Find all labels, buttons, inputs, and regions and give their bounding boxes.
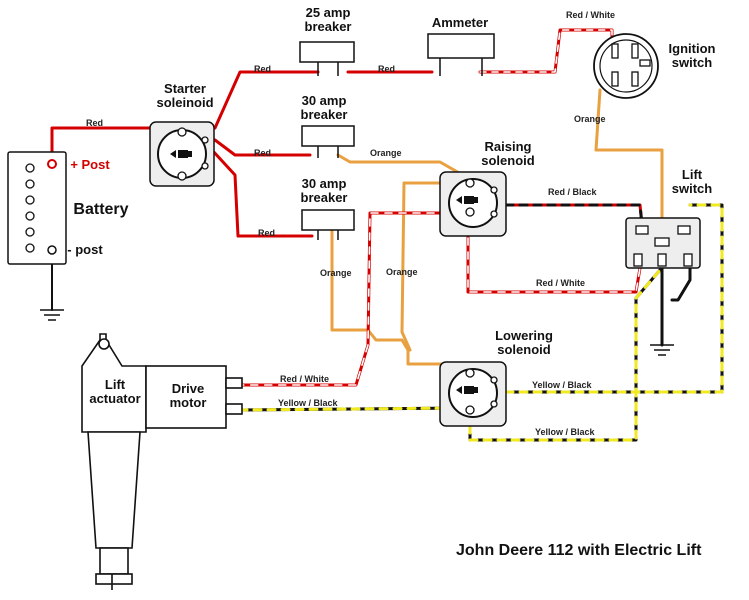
- breaker-25-body: [299, 41, 355, 76]
- lift-actuator-label: Lift actuator: [89, 377, 141, 406]
- lift-switch-ground-symbol: [650, 344, 674, 356]
- battery-label: Battery: [73, 201, 129, 218]
- ammeter-body: [427, 33, 495, 76]
- wire-redblack-base: [504, 203, 644, 227]
- wire-label-redblack: Red / Black: [548, 187, 597, 197]
- raising-solenoid-label: Raising solenoid: [481, 139, 535, 168]
- wire-orange-ignition: [594, 88, 664, 220]
- wire-label-redwhite-ignition: Red / White: [566, 10, 615, 20]
- wire-label-yellowblack-low2: Yellow / Black: [535, 427, 595, 437]
- ignition-switch-label: Ignition switch: [668, 41, 716, 70]
- wire-red-to-30a: [213, 138, 312, 157]
- wire-label-red-25-ammeter: Red: [378, 64, 396, 74]
- wire-label-orange-mid: Orange: [386, 267, 418, 277]
- wire-label-orange-30b: Orange: [320, 268, 352, 278]
- starter-solenoid-body: [149, 121, 215, 187]
- battery-body: [7, 151, 67, 265]
- wire-label-red-to-30b: Red: [258, 228, 276, 238]
- breaker-30b-label: 30 amp breaker: [300, 176, 348, 205]
- lift-actuator-body: [81, 333, 147, 590]
- wire-orange-mid: [400, 181, 472, 352]
- wire-label-redwhite-motor: Red / White: [280, 374, 329, 384]
- ignition-switch-body: [593, 33, 659, 99]
- ammeter-label: Ammeter: [431, 15, 489, 30]
- wire-label-yellowblack-motor: Yellow / Black: [278, 398, 338, 408]
- wire-red-to-25: [213, 70, 320, 130]
- lowering-solenoid-body: [439, 361, 507, 427]
- raising-solenoid-body: [439, 171, 507, 237]
- wire-label-red-to-30a: Red: [254, 148, 272, 158]
- breaker-25-label: 25 amp breaker: [304, 5, 352, 34]
- breaker-30b-body: [301, 209, 355, 240]
- wire-redwhite-lift-base: [466, 208, 642, 294]
- drive-motor-label: Drive motor: [169, 381, 207, 410]
- negative-post-label: - post: [67, 242, 103, 257]
- wire-redwhite-motor-base: [238, 211, 464, 387]
- wire-red-to-30b: [210, 148, 314, 238]
- wire-label-orange-30a: Orange: [370, 148, 402, 158]
- wire-label-red-to-25: Red: [254, 64, 272, 74]
- breaker-30a-body: [301, 125, 355, 158]
- drive-motor-body: [145, 365, 243, 429]
- lift-switch-body: [625, 217, 701, 269]
- wire-label-red-battery: Red: [86, 118, 104, 128]
- wire-label-orange-ignition: Orange: [574, 114, 606, 124]
- wire-label-yellowblack-low1: Yellow / Black: [532, 380, 592, 390]
- lowering-solenoid-label: Lowering solenoid: [495, 328, 553, 357]
- wire-label-redwhite-lift: Red / White: [536, 278, 585, 288]
- battery-ground-symbol: [40, 309, 64, 321]
- lift-switch-label: Lift switch: [671, 167, 713, 196]
- breaker-30a-label: 30 amp breaker: [300, 93, 348, 122]
- wire-orange-30b: [330, 228, 472, 366]
- wire-orange-30a: [336, 153, 470, 180]
- diagram-title: John Deere 112 with Electric Lift: [456, 542, 702, 559]
- starter-solenoid-label: Starter soleinoid: [156, 81, 214, 110]
- wire-red-battery: [50, 126, 152, 162]
- wire-redwhite-ignition-base: [478, 28, 614, 74]
- positive-post-label: + Post: [70, 157, 110, 172]
